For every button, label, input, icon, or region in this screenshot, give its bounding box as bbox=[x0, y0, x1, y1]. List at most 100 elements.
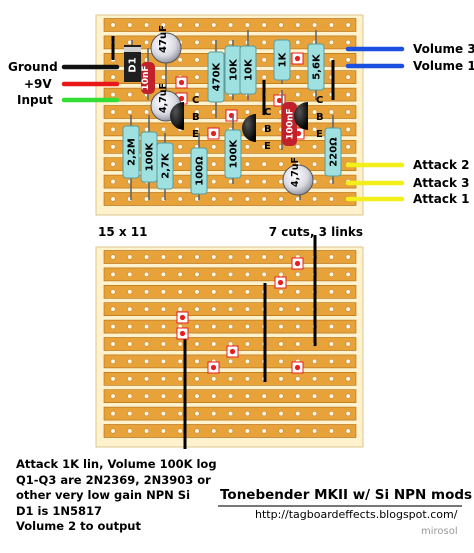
hole bbox=[110, 196, 116, 202]
build-notes: Attack 1K lin, Volume 100K log Q1-Q3 are… bbox=[16, 457, 217, 535]
author-credit: mirosol bbox=[421, 526, 458, 537]
hole bbox=[194, 92, 200, 98]
hole bbox=[295, 411, 301, 417]
hole bbox=[228, 428, 234, 434]
hole bbox=[144, 271, 150, 277]
hole bbox=[244, 109, 250, 115]
resistor-100k-a: 100K bbox=[140, 131, 158, 183]
hole bbox=[110, 428, 116, 434]
hole bbox=[328, 289, 334, 295]
hole bbox=[295, 74, 301, 80]
wire-label-volume1: Volume 1 bbox=[413, 59, 474, 73]
hole bbox=[328, 358, 334, 364]
hole bbox=[110, 126, 116, 132]
hole bbox=[278, 306, 284, 312]
hole bbox=[211, 196, 217, 202]
hole bbox=[345, 393, 351, 399]
hole bbox=[295, 428, 301, 434]
hole bbox=[194, 376, 200, 382]
hole bbox=[194, 393, 200, 399]
bottom-strip-cuts-centers bbox=[179, 260, 301, 371]
hole bbox=[177, 376, 183, 382]
hole bbox=[160, 393, 166, 399]
hole bbox=[328, 411, 334, 417]
hole bbox=[345, 57, 351, 63]
hole bbox=[194, 109, 200, 115]
transistor-pin-label: E bbox=[264, 141, 271, 152]
hole bbox=[144, 254, 150, 260]
transistor-pin-label: C bbox=[264, 107, 271, 118]
hole bbox=[244, 428, 250, 434]
c10nf-label: 10nF bbox=[141, 65, 151, 90]
resistor-10k: 10K bbox=[224, 45, 242, 95]
hole bbox=[144, 411, 150, 417]
hole bbox=[295, 271, 301, 277]
hole bbox=[244, 393, 250, 399]
hole bbox=[278, 324, 284, 330]
hole bbox=[244, 376, 250, 382]
hole bbox=[177, 358, 183, 364]
hole bbox=[110, 306, 116, 312]
hole bbox=[110, 109, 116, 115]
hole bbox=[244, 254, 250, 260]
hole bbox=[328, 393, 334, 399]
hole bbox=[160, 126, 166, 132]
title-divider bbox=[218, 505, 462, 507]
hole bbox=[110, 254, 116, 260]
hole bbox=[328, 271, 334, 277]
hole bbox=[144, 358, 150, 364]
transistor-pin-label: E bbox=[316, 129, 323, 140]
hole bbox=[244, 306, 250, 312]
hole bbox=[160, 289, 166, 295]
source-url[interactable]: http://tagboardeffects.blogspot.com/ bbox=[255, 508, 458, 521]
r100r-label: 100Ω bbox=[195, 156, 206, 186]
hole bbox=[110, 92, 116, 98]
note-line: Attack 1K lin, Volume 100K log bbox=[16, 457, 217, 471]
transistor-q2: CBE bbox=[242, 107, 272, 152]
hole bbox=[244, 411, 250, 417]
transistor-pin-label: B bbox=[192, 112, 200, 123]
r10k-2-label: 10K bbox=[244, 58, 255, 81]
hole bbox=[261, 39, 267, 45]
hole bbox=[177, 271, 183, 277]
hole bbox=[144, 428, 150, 434]
hole bbox=[345, 306, 351, 312]
hole bbox=[295, 22, 301, 28]
hole bbox=[345, 254, 351, 260]
hole bbox=[160, 74, 166, 80]
hole bbox=[244, 179, 250, 185]
r100k-b-label: 100K bbox=[229, 138, 240, 168]
hole bbox=[312, 126, 318, 132]
hole bbox=[295, 324, 301, 330]
hole bbox=[110, 393, 116, 399]
resistor-220r: 220Ω bbox=[324, 127, 342, 177]
hole bbox=[278, 254, 284, 260]
hole bbox=[278, 161, 284, 167]
diagram-title: Tonebender MKII w/ Si NPN mods bbox=[220, 487, 473, 503]
hole bbox=[160, 254, 166, 260]
hole bbox=[211, 289, 217, 295]
hole bbox=[144, 22, 150, 28]
hole bbox=[110, 22, 116, 28]
hole bbox=[110, 358, 116, 364]
hole bbox=[110, 161, 116, 167]
r2-2m-label: 2,2M bbox=[127, 138, 138, 166]
hole bbox=[295, 306, 301, 312]
hole bbox=[211, 22, 217, 28]
note-line: Volume 2 to output bbox=[16, 519, 141, 533]
hole bbox=[160, 271, 166, 277]
hole bbox=[110, 324, 116, 330]
hole bbox=[278, 341, 284, 347]
hole bbox=[211, 179, 217, 185]
transistor-pin-label: B bbox=[264, 124, 272, 135]
hole bbox=[228, 411, 234, 417]
cuts-links-label: 7 cuts, 3 links bbox=[269, 225, 363, 239]
hole bbox=[144, 341, 150, 347]
hole bbox=[278, 22, 284, 28]
hole bbox=[345, 376, 351, 382]
hole bbox=[127, 411, 133, 417]
hole bbox=[228, 393, 234, 399]
c4-7uf-a-label: 4,7uF bbox=[158, 83, 169, 113]
hole bbox=[228, 22, 234, 28]
hole bbox=[144, 393, 150, 399]
